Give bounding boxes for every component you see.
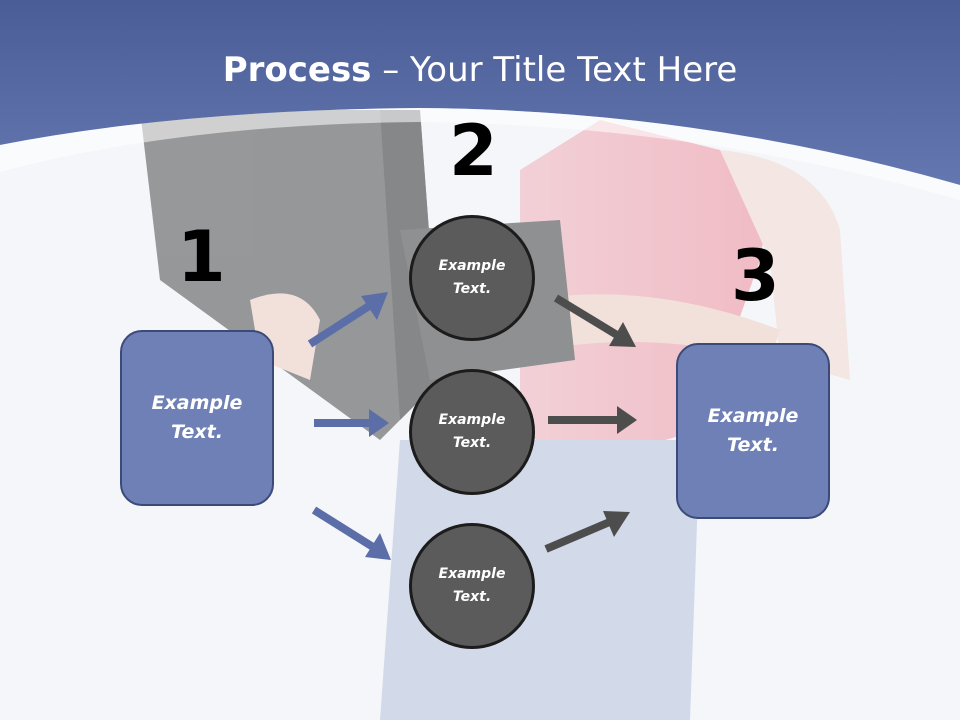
arrow-to-circle-3 (311, 506, 391, 560)
slide-title: Process – Your Title Text Here (0, 50, 960, 90)
arrow-from-circle-1 (553, 294, 636, 347)
left-text-box: Example Text. (120, 330, 274, 506)
arrow-from-circle-3 (544, 511, 630, 553)
circle-2-line2: Text. (452, 435, 492, 451)
circle-3-line2: Text. (452, 589, 492, 605)
circle-1-line2: Text. (452, 281, 492, 297)
background-photo (140, 110, 850, 720)
title-bold: Process (222, 50, 372, 90)
header-swoosh (0, 108, 960, 200)
step-number-1: 1 (177, 216, 226, 298)
header-band (0, 0, 960, 185)
left-box-line1: Example (151, 392, 243, 414)
process-circle-1: Example Text. (409, 215, 535, 341)
process-circle-3: Example Text. (409, 523, 535, 649)
circle-1-line1: Example (438, 258, 506, 274)
title-rest: – Your Title Text Here (371, 50, 738, 90)
arrow-from-circle-2 (548, 406, 637, 434)
circle-2-line1: Example (438, 412, 506, 428)
right-box-line1: Example (707, 405, 799, 427)
arrow-to-circle-1 (307, 292, 388, 348)
right-text-box: Example Text. (676, 343, 830, 519)
step-number-3: 3 (731, 235, 780, 317)
right-box-line2: Text. (727, 434, 779, 456)
arrow-to-circle-2 (314, 409, 389, 437)
circle-3-line1: Example (438, 566, 506, 582)
process-circle-2: Example Text. (409, 369, 535, 495)
step-number-2: 2 (449, 110, 498, 192)
left-box-line2: Text. (171, 421, 223, 443)
